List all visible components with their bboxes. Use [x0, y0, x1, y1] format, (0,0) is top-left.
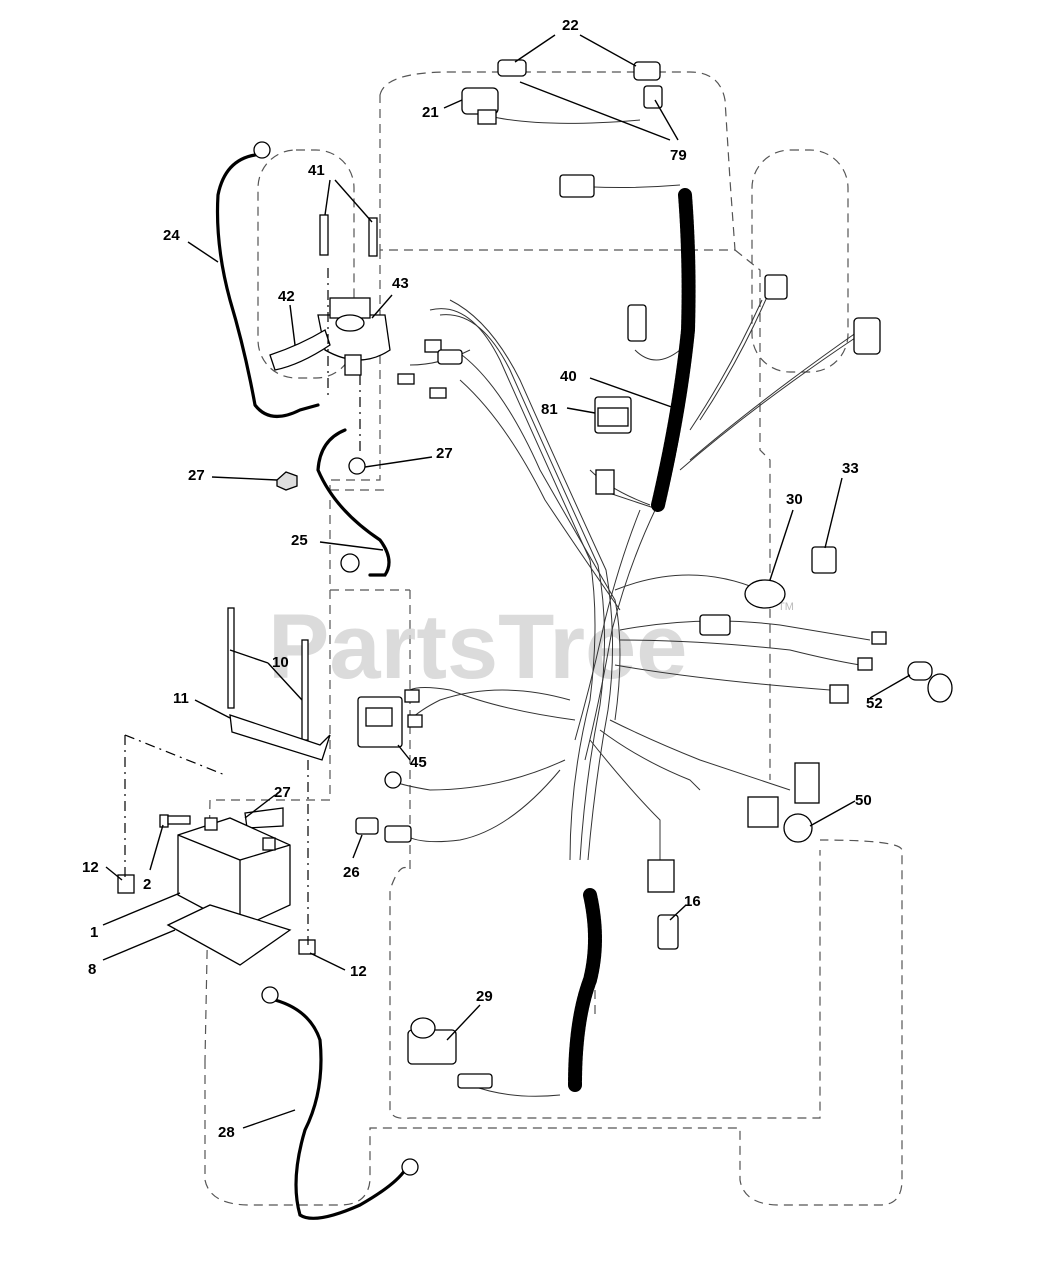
callout-22: 22 — [562, 17, 579, 34]
callout-79: 79 — [670, 147, 687, 164]
callout-27-right: 27 — [436, 445, 453, 462]
parts — [117, 59, 953, 1089]
cable-24 — [215, 153, 320, 418]
callout-11: 11 — [173, 690, 189, 707]
cable-25 — [316, 428, 391, 577]
callout-40: 40 — [560, 368, 577, 385]
callout-8: 8 — [88, 961, 96, 978]
cables — [215, 141, 419, 1220]
tractor-outline — [204, 71, 903, 1206]
callout-16: 16 — [684, 893, 701, 910]
part-1-battery — [177, 817, 291, 929]
callout-27-left: 27 — [188, 467, 205, 484]
callout-81: 81 — [541, 401, 558, 418]
callout-28: 28 — [218, 1124, 235, 1141]
part-11-hold-down — [229, 714, 331, 761]
part-30-switch — [744, 579, 786, 609]
callout-24: 24 — [163, 227, 180, 244]
part-43-solenoid — [317, 314, 391, 361]
callout-30: 30 — [786, 491, 803, 508]
callout-50: 50 — [855, 792, 872, 809]
leader-lines — [102, 34, 911, 1129]
callout-52: 52 — [866, 695, 883, 712]
callouts: 22 21 79 41 24 42 43 40 81 27 27 33 30 2… — [82, 17, 883, 1141]
callout-12-right: 12 — [350, 963, 367, 980]
callout-27-battery: 27 — [274, 784, 291, 801]
part-2-screw — [159, 814, 169, 828]
cable-28 — [273, 998, 407, 1220]
part-41-bolt — [319, 214, 329, 256]
part-8-tray — [166, 904, 292, 966]
part-27-nut-right — [348, 457, 366, 475]
part-52-light — [927, 673, 953, 703]
part-12-clip-right — [298, 939, 316, 955]
connector-block — [794, 762, 820, 804]
callout-43: 43 — [392, 275, 409, 292]
callout-26: 26 — [343, 864, 360, 881]
callout-41: 41 — [308, 162, 325, 179]
assembly-lines — [124, 268, 361, 945]
callout-2: 2 — [143, 876, 151, 893]
part-10-bolt — [227, 607, 235, 709]
callout-21: 21 — [422, 104, 439, 121]
conduits — [568, 188, 696, 1092]
part-33-switch — [811, 546, 837, 574]
watermark: PartsTree TM — [268, 596, 794, 698]
callout-29: 29 — [476, 988, 493, 1005]
callout-33: 33 — [842, 460, 859, 477]
callout-42: 42 — [278, 288, 295, 305]
part-22-connector — [497, 59, 527, 77]
callout-45: 45 — [410, 754, 427, 771]
part-16-connector — [647, 859, 675, 893]
callout-10: 10 — [272, 654, 289, 671]
part-26-connector — [355, 817, 379, 835]
callout-12-left: 12 — [82, 859, 99, 876]
watermark-trademark: TM — [778, 601, 794, 613]
watermark-text: PartsTree — [268, 596, 687, 698]
upper-conduit — [651, 188, 696, 512]
lower-conduit — [568, 888, 602, 1092]
part-27-nut-left — [276, 471, 298, 491]
part-50-switch — [747, 796, 779, 828]
callout-1: 1 — [90, 924, 98, 941]
part-27-washer — [244, 807, 284, 829]
main-harness — [389, 109, 871, 1097]
part-42-wire — [269, 329, 331, 371]
callout-25: 25 — [291, 532, 308, 549]
part-12-clip-left — [117, 874, 135, 894]
